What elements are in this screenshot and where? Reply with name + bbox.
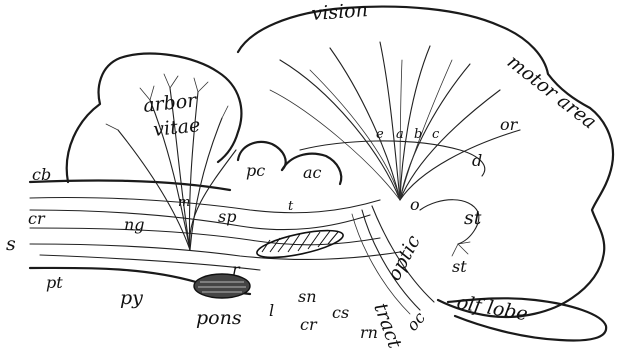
label-a: a bbox=[396, 127, 404, 142]
label-oc: oc bbox=[403, 308, 430, 334]
cerebrum-outline bbox=[238, 7, 613, 317]
label-st-lower: st bbox=[452, 257, 467, 276]
label-b: b bbox=[414, 127, 422, 142]
label-st-upper: st bbox=[464, 207, 482, 229]
label-r: r bbox=[232, 260, 241, 279]
label-c: c bbox=[432, 127, 440, 142]
label-pt: pt bbox=[46, 273, 63, 292]
label-cr-left: cr bbox=[28, 209, 46, 228]
label-ac: ac bbox=[303, 163, 322, 182]
label-or: or bbox=[500, 115, 519, 134]
label-m: m bbox=[178, 195, 190, 210]
label-ng: ng bbox=[124, 215, 145, 234]
label-rn: rn bbox=[360, 323, 378, 342]
label-pc: pc bbox=[246, 161, 265, 180]
label-l: l bbox=[269, 301, 274, 320]
label-vision: vision bbox=[311, 0, 369, 25]
label-cb: cb bbox=[32, 165, 51, 184]
label-t-upper: t bbox=[288, 199, 294, 214]
label-arbor: arbor bbox=[142, 89, 199, 117]
label-cs: cs bbox=[332, 303, 349, 322]
label-sp: sp bbox=[218, 207, 236, 226]
label-d: d bbox=[472, 151, 482, 170]
label-optic: optic bbox=[383, 231, 425, 284]
label-py: py bbox=[120, 287, 143, 309]
label-o: o bbox=[410, 195, 420, 214]
label-motor-area: motor area bbox=[503, 51, 601, 134]
cerebellum-outline bbox=[67, 54, 242, 182]
label-sn: sn bbox=[298, 287, 317, 306]
label-e: e bbox=[376, 127, 384, 142]
label-pons: pons bbox=[196, 307, 242, 329]
label-s: s bbox=[6, 233, 16, 255]
pons-mass bbox=[194, 274, 250, 298]
label-cr-bottom: cr bbox=[300, 315, 318, 334]
hatched-nucleus bbox=[255, 225, 345, 263]
